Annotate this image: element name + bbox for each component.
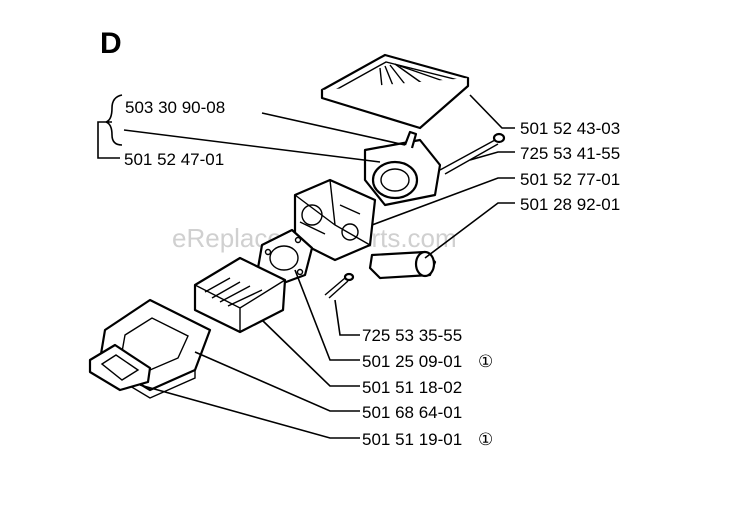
label-p6: 501 28 92-01 — [520, 195, 620, 214]
bracket-p1-p2 — [97, 94, 123, 159]
label-p2: 501 52 47-01 — [124, 150, 224, 169]
leader-p3 — [469, 94, 515, 129]
small-screw — [324, 272, 355, 299]
label-p1: 503 30 90-08 — [125, 98, 225, 117]
label-p11: 501 51 19-01 — [362, 430, 462, 449]
note-icon-p8: ① — [478, 352, 493, 371]
leader-p9 — [261, 319, 360, 387]
label-p8: 501 25 09-01 — [362, 352, 462, 371]
leader-p2 — [123, 129, 381, 163]
leader-p4 — [469, 151, 515, 161]
note-icon-p11: ① — [478, 430, 493, 449]
leader-p11 — [139, 384, 360, 439]
insulator-block — [193, 256, 287, 334]
label-p7: 725 53 35-55 — [362, 326, 462, 345]
carburetor — [293, 178, 377, 262]
label-p5: 501 52 77-01 — [520, 170, 620, 189]
filter-element — [368, 250, 437, 280]
section-letter: D — [100, 27, 122, 60]
leader-p7 — [334, 299, 360, 336]
leader-p1 — [261, 112, 406, 146]
leader-p5 — [371, 177, 515, 226]
label-p3: 501 52 43-03 — [520, 119, 620, 138]
intake-adapter — [363, 130, 442, 207]
long-bolt — [439, 132, 506, 175]
leader-p8 — [294, 269, 360, 361]
label-p4: 725 53 41-55 — [520, 144, 620, 163]
air-filter-cover — [320, 53, 470, 130]
small-gasket — [88, 343, 152, 392]
leader-p6 — [424, 202, 515, 259]
leader-p10 — [194, 351, 360, 412]
label-p10: 501 68 64-01 — [362, 403, 462, 422]
label-p9: 501 51 18-02 — [362, 378, 462, 397]
